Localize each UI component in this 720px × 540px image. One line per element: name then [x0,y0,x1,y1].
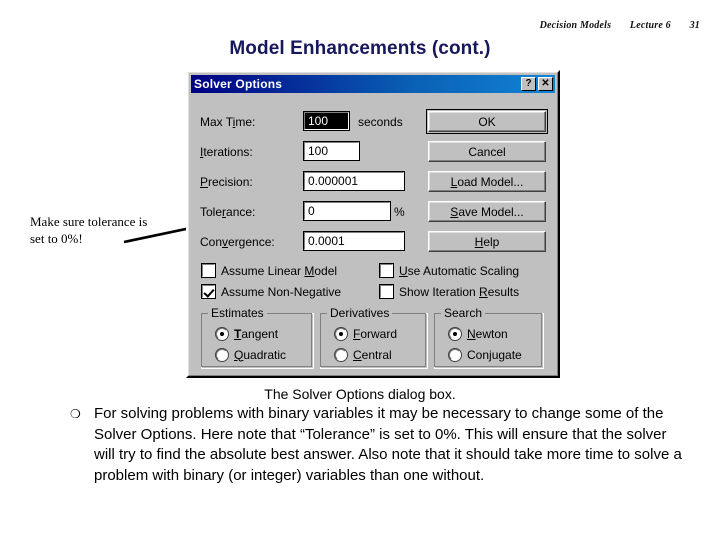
group-estimates-legend: Estimates [208,306,267,320]
dialog-titlebar[interactable]: Solver Options ? ✕ [191,75,555,93]
suffix-seconds: seconds [358,115,403,129]
input-precision[interactable]: 0.000001 [303,171,405,191]
radio-label-forward: Forward [353,326,398,341]
label-iterations: Iterations: [200,145,253,159]
checkbox-box-assume-non-negative[interactable] [201,284,216,299]
radio-dot-newton[interactable] [449,327,461,340]
page-title: Model Enhancements (cont.) [229,38,491,59]
cancel-button[interactable]: Cancel [428,141,546,162]
radio-dot-tangent[interactable] [216,327,228,340]
checkbox-label-assume-non-negative: Assume Non-Negative [221,284,342,299]
suffix-percent: % [394,205,405,219]
group-search-legend: Search [441,306,486,320]
checkbox-box-show-iteration-results[interactable] [379,284,394,299]
radio-newton[interactable]: Newton [449,326,508,341]
bullet-block: ❍ For solving problems with binary varia… [70,404,690,486]
checkbox-assume-non-negative[interactable]: Assume Non-Negative [201,284,342,299]
close-icon[interactable]: ✕ [538,77,553,91]
radio-conjugate[interactable]: Conjugate [449,347,522,362]
checkbox-use-automatic-scaling[interactable]: Use Automatic Scaling [379,263,520,278]
radio-label-newton: Newton [467,326,508,341]
header-lecture: Lecture 6 [629,20,671,31]
bullet-icon: ❍ [70,407,81,421]
checkbox-show-iteration-results[interactable]: Show Iteration Results [379,284,520,299]
group-derivatives: Derivatives Forward Central [320,306,428,369]
header-page-number: 31 [689,20,700,31]
group-estimates: Estimates Tangent Quadratic [201,306,314,369]
checkbox-label-show-iteration-results: Show Iteration Results [399,284,520,299]
ok-button[interactable]: OK [426,109,548,134]
radio-dot-forward[interactable] [335,327,347,340]
input-max-time[interactable]: 100 [303,111,350,131]
radio-label-conjugate: Conjugate [467,347,522,362]
input-convergence[interactable]: 0.0001 [303,231,405,251]
label-tolerance: Tolerance: [200,205,256,219]
input-iterations[interactable]: 100 [303,141,360,161]
checkbox-box-use-automatic-scaling[interactable] [379,263,394,278]
radio-forward[interactable]: Forward [335,326,397,341]
checkbox-label-assume-linear-model: Assume Linear Model [221,263,338,278]
dialog-title: Solver Options [194,77,283,91]
radio-dot-central[interactable] [335,348,347,361]
radio-dot-conjugate[interactable] [449,348,461,361]
checkbox-box-assume-linear-model[interactable] [201,263,216,278]
radio-tangent[interactable]: Tangent [216,326,278,341]
slide-header: Decision Models Lecture 6 31 [0,20,700,31]
label-precision: Precision: [200,175,253,189]
solver-options-dialog[interactable]: Solver Options ? ✕ Max Time: 100 seconds… [186,70,560,378]
radio-quadratic[interactable]: Quadratic [216,347,286,362]
radio-label-quadratic: Quadratic [234,347,287,362]
label-max-time: Max Time: [200,115,256,129]
input-tolerance[interactable]: 0 [303,201,391,221]
group-search: Search Newton Conjugate [434,306,544,369]
radio-central[interactable]: Central [335,347,392,362]
radio-dot-quadratic[interactable] [216,348,228,361]
checkbox-label-use-automatic-scaling: Use Automatic Scaling [399,263,520,278]
dialog-caption: The Solver Options dialog box. [264,386,456,402]
help-icon[interactable]: ? [521,77,536,91]
checkbox-assume-linear-model[interactable]: Assume Linear Model [201,263,338,278]
bullet-body-text: For solving problems with binary variabl… [94,405,682,484]
label-convergence: Convergence: [200,235,275,249]
annotation-text: Make sure tolerance is set to 0%! [30,214,148,246]
radio-label-central: Central [353,347,392,362]
header-course: Decision Models [539,20,612,31]
radio-label-tangent: Tangent [234,326,279,341]
group-derivatives-legend: Derivatives [327,306,393,320]
